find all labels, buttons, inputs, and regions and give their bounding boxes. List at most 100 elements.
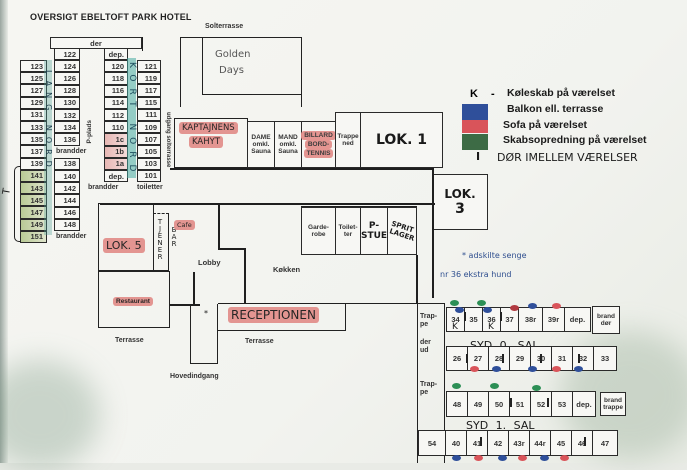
connecting-door-marker [464, 312, 466, 321]
room-feature-marker [452, 455, 461, 461]
syd-exit-l2: ud [420, 347, 429, 354]
room-number: 122 [63, 49, 76, 59]
hotel-room: 46 [571, 430, 593, 456]
room-number: 140 [63, 171, 76, 181]
hotel-room: 101 [137, 169, 161, 182]
hotel-room: 40 [445, 430, 467, 456]
room-number: 26 [452, 354, 462, 363]
legend-door-marker: I [476, 150, 481, 163]
room-number: 47 [600, 438, 610, 448]
room-number: 129 [30, 98, 43, 108]
mens-sauna-label: MAND [278, 134, 298, 141]
stairs-label: Trappe [337, 133, 359, 140]
room-number: 109 [144, 122, 157, 132]
wall [416, 255, 418, 303]
room-number: 116 [111, 86, 124, 96]
room-number: 103 [144, 159, 157, 169]
room-number: 147 [30, 207, 43, 217]
p-stue-sub: STUE [360, 231, 388, 241]
room-feature-marker [474, 455, 483, 461]
hotel-room: 39r [542, 307, 565, 332]
toilets-label: toiletter [137, 184, 163, 191]
room-number: 120 [111, 61, 124, 71]
room-number: 148 [63, 220, 76, 230]
legend-item-fridge: Køleskab på værelset [507, 87, 615, 99]
hotel-room: 147 [20, 206, 47, 219]
room-number: 31 [557, 354, 567, 363]
ladies-sauna-sub: omkl. [252, 141, 270, 148]
hotel-room: 136 [54, 133, 80, 146]
syd-stairs-top: Trap-pe [420, 313, 437, 329]
reception-label: RECEPTIONEN [228, 307, 319, 323]
tjener-label: TJENER [156, 218, 164, 260]
legend-k-marker: K [470, 88, 478, 100]
terrace-right-label: Terrasse [245, 338, 274, 345]
legend-k-dash: - [491, 88, 495, 100]
room-feature-marker [510, 305, 519, 311]
hotel-room: 53 [551, 391, 573, 417]
room-number: 38r [524, 315, 537, 324]
room-number: 151 [30, 232, 43, 242]
brand-stairs-l2: trappe [603, 404, 623, 411]
ladies-sauna-room: DAME omkl. Sauna [247, 121, 275, 168]
room-number: 101 [144, 171, 157, 181]
brand-door-l1: brand [596, 313, 616, 320]
hotel-room: 123 [20, 60, 47, 73]
room-number: 136 [63, 134, 76, 144]
kitchen-label: Køkken [273, 265, 301, 274]
handnote-line-2: nr 36 ekstra hund [440, 270, 512, 279]
room-feature-marker [552, 366, 561, 372]
room-number: 48 [452, 399, 462, 409]
fridge-marker: K [452, 322, 458, 332]
hotel-room: 121 [137, 60, 161, 73]
hotel-room: 1a [104, 157, 128, 170]
hotel-room: 141 [20, 169, 47, 182]
hotel-room: 144 [54, 194, 80, 207]
room-feature-marker [532, 385, 541, 391]
cloakroom: Garde- robe [301, 207, 336, 255]
room-number: 36 [487, 315, 496, 324]
room-number: dep. [569, 315, 586, 324]
room-number: dep. [108, 49, 124, 59]
room-number: 112 [111, 110, 124, 120]
hotel-room: 146 [54, 206, 80, 219]
room-feature-marker [452, 383, 461, 389]
room-number: 45 [556, 438, 566, 448]
connecting-door-marker [502, 354, 504, 363]
hotel-room: 138 [54, 157, 80, 170]
hotel-room: 111 [137, 108, 161, 121]
hotel-room: 131 [20, 108, 47, 121]
tjener-room: TJENER [153, 213, 169, 271]
mens-sauna-room: MAND omkl. Sauna [274, 121, 302, 168]
legend-swatch-wardrobe [462, 134, 488, 150]
brand-door-label: brandder [88, 184, 119, 191]
cloakroom-sub: robe [311, 231, 326, 238]
hotel-room: dep. [104, 48, 128, 61]
hotel-room: 117 [137, 84, 161, 97]
syd-stairs-bottom-l2: pe [420, 389, 429, 396]
room-number: 35 [469, 315, 478, 324]
wall [244, 248, 246, 304]
hotel-room: 143 [20, 182, 47, 195]
syd-stairs-bottom-l1: Trap- [420, 381, 438, 388]
hotel-room: 41 [466, 430, 488, 456]
lang-nord-highlight [44, 60, 52, 235]
hotel-room: 109 [137, 121, 161, 134]
room-number: 134 [63, 122, 76, 132]
hotel-room: 120 [104, 60, 128, 73]
fire-door-label: brandder [56, 233, 87, 240]
terrace-left-label: Terrasse [115, 337, 144, 344]
room-number: 50 [494, 399, 504, 409]
hotel-room: 43r [508, 430, 530, 456]
hotel-room: 130 [54, 96, 80, 109]
connecting-door-marker [480, 437, 482, 446]
syd-brand-stairs: brand trappe [600, 392, 626, 416]
hotel-room: 50 [488, 391, 510, 417]
hotel-room: 134 [54, 121, 80, 134]
room-number: 123 [30, 61, 43, 71]
parking-label: P-plads [86, 120, 93, 144]
hotel-room: 128 [54, 84, 80, 97]
syd-brand-door: brand dør [592, 306, 620, 334]
room-feature-marker [560, 455, 569, 461]
wall [432, 168, 434, 298]
